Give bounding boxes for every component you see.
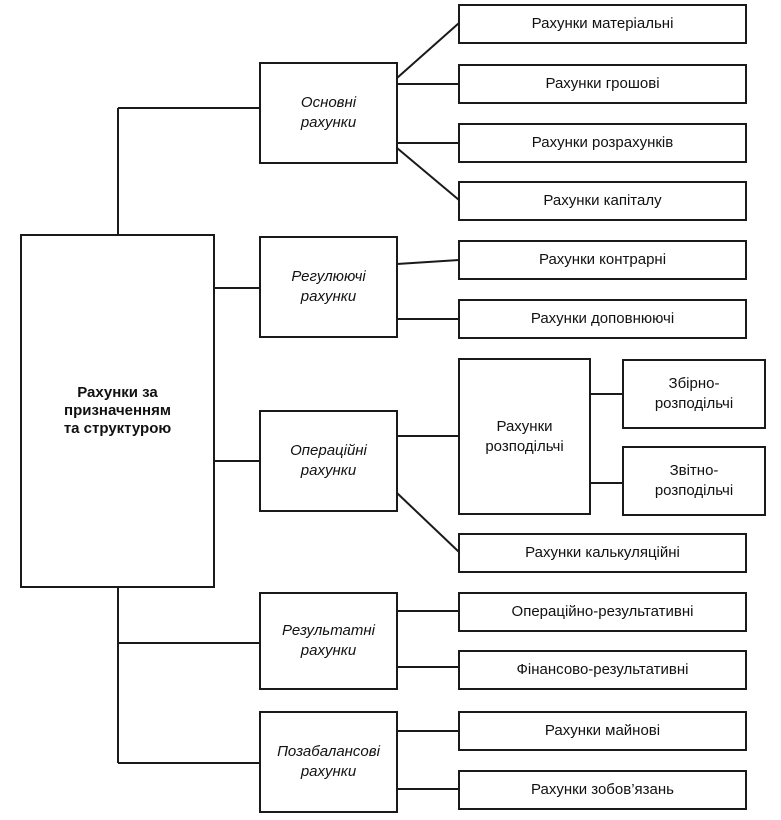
category-result-accounts: Результатні рахунки: [259, 592, 398, 690]
category-label: Основні рахунки: [300, 94, 357, 131]
leaf-contra-accounts: Рахунки контрарні: [458, 240, 747, 280]
leaf-capital-accounts: Рахунки капіталу: [458, 181, 747, 221]
leaf-collective-distributive: Збірно- розподільчі: [622, 359, 766, 429]
leaf-label: Рахунки капіталу: [543, 192, 662, 209]
leaf-label: Фінансово-результативні: [516, 661, 689, 678]
leaf-operating-result: Операційно-результативні: [458, 592, 747, 632]
connector-main-to-item-4: [396, 147, 460, 201]
root-label: Рахунки за призначенням та структурою: [63, 384, 172, 437]
leaf-label: Збірно- розподільчі: [654, 375, 734, 412]
leaf-label: Рахунки калькуляційні: [525, 544, 680, 561]
leaf-material-accounts: Рахунки матеріальні: [458, 4, 747, 44]
connector-regulating-to-item-1: [396, 259, 460, 265]
category-off-balance-accounts: Позабалансові рахунки: [259, 711, 398, 813]
leaf-label: Рахунки матеріальні: [531, 15, 674, 32]
leaf-costing-accounts: Рахунки калькуляційні: [458, 533, 747, 573]
category-label: Регулюючі рахунки: [291, 268, 366, 305]
leaf-label: Звітно- розподільчі: [654, 462, 734, 499]
connector-operational-to-costing: [396, 492, 460, 553]
category-label: Операційні рахунки: [290, 442, 367, 479]
leaf-label: Рахунки грошові: [545, 75, 660, 92]
leaf-label: Рахунки розрахунків: [531, 134, 674, 151]
category-main-accounts: Основні рахунки: [259, 62, 398, 164]
leaf-property-accounts: Рахунки майнові: [458, 711, 747, 751]
category-operational-accounts: Операційні рахунки: [259, 410, 398, 512]
leaf-liability-accounts: Рахунки зобов’язань: [458, 770, 747, 810]
leaf-label: Операційно-результативні: [511, 603, 694, 620]
leaf-financial-result: Фінансово-результативні: [458, 650, 747, 690]
category-regulating-accounts: Регулюючі рахунки: [259, 236, 398, 338]
leaf-label: Рахунки контрарні: [538, 251, 667, 268]
leaf-label: Рахунки зобов’язань: [531, 781, 674, 798]
category-label: Позабалансові рахунки: [277, 743, 380, 780]
group-label: Рахунки розподільчі: [485, 417, 564, 455]
leaf-label: Рахунки майнові: [544, 722, 661, 739]
root-node: Рахунки за призначенням та структурою: [20, 234, 215, 588]
leaf-reporting-distributive: Звітно- розподільчі: [622, 446, 766, 516]
leaf-settlement-accounts: Рахунки розрахунків: [458, 123, 747, 163]
leaf-adjunct-accounts: Рахунки доповнюючі: [458, 299, 747, 339]
category-label: Результатні рахунки: [282, 622, 375, 659]
group-distributive-accounts: Рахунки розподільчі: [458, 358, 591, 515]
connector-main-to-item-1: [396, 22, 460, 79]
leaf-label: Рахунки доповнюючі: [530, 310, 675, 327]
leaf-cash-accounts: Рахунки грошові: [458, 64, 747, 104]
